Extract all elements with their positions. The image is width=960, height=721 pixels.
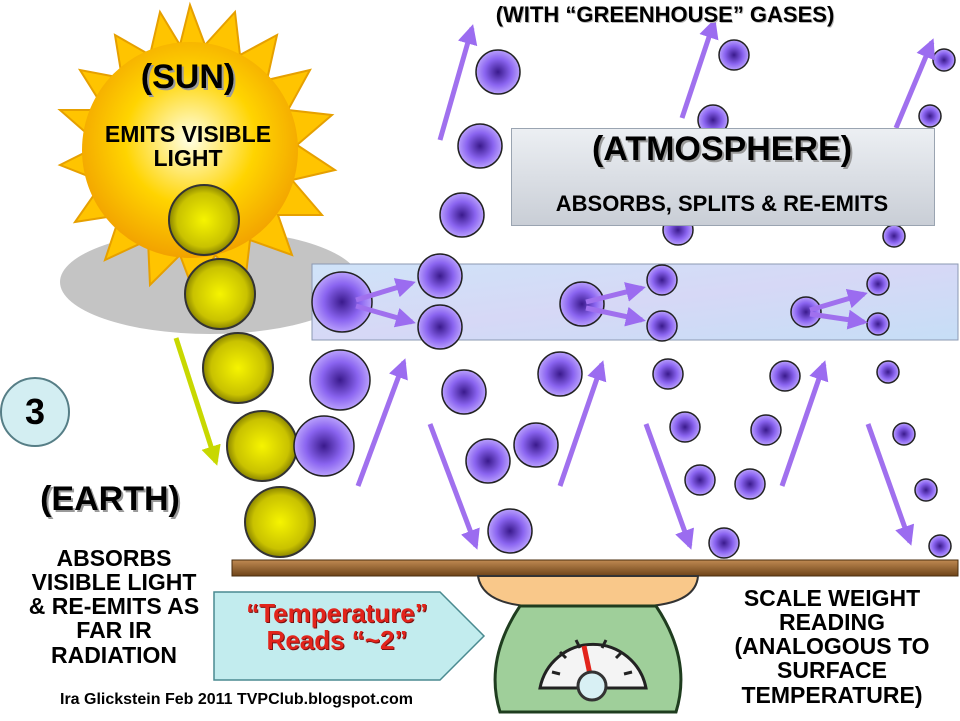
ir-photon xyxy=(684,464,716,496)
ir-photon xyxy=(311,271,373,333)
split-arrow xyxy=(809,288,868,313)
ir-photon xyxy=(932,48,956,72)
atmosphere-title: (ATMOSPHERE) xyxy=(591,130,853,168)
atmosphere-band xyxy=(311,263,959,341)
atmosphere-description: ABSORBS, SPLITS & RE-EMITS xyxy=(555,191,889,216)
ir-photon xyxy=(769,360,801,392)
earth-surface xyxy=(231,559,959,577)
sun xyxy=(57,1,338,298)
ir-photon xyxy=(293,415,355,477)
ir-photon xyxy=(734,468,766,500)
ir-photon xyxy=(866,312,890,336)
ir-photon xyxy=(708,527,740,559)
ir-photon xyxy=(417,304,463,350)
visible-photon xyxy=(226,410,298,482)
temperature-callout-arrow xyxy=(213,591,486,681)
split-arrow xyxy=(585,282,646,305)
ir-photon xyxy=(790,296,822,328)
step-number-badge: 3 xyxy=(0,377,70,447)
upward-ir-arrow xyxy=(437,24,478,141)
upward-ir-arrow xyxy=(557,360,607,487)
downward-ir-arrow xyxy=(865,423,915,546)
ir-photon xyxy=(718,39,750,71)
ir-photon xyxy=(487,508,533,554)
ir-photon xyxy=(513,422,559,468)
split-arrow xyxy=(585,305,646,327)
ir-photon xyxy=(669,411,701,443)
ir-photon xyxy=(417,253,463,299)
sun-disc xyxy=(82,42,298,258)
downward-ir-arrow xyxy=(643,423,694,550)
atmosphere-label-box xyxy=(511,128,935,226)
earth-description: ABSORBS VISIBLE LIGHT & RE-EMITS AS FAR … xyxy=(28,545,200,668)
upward-ir-arrow xyxy=(355,358,408,487)
greenhouse-label: (WITH “GREENHOUSE” GASES) xyxy=(495,2,835,27)
upward-ir-arrow xyxy=(779,360,829,487)
split-arrow xyxy=(809,309,868,330)
ir-photon xyxy=(866,272,890,296)
visible-light-photons xyxy=(168,184,316,558)
ir-photon xyxy=(439,192,485,238)
downward-ir-arrow xyxy=(427,423,480,550)
ir-photon xyxy=(537,351,583,397)
scale-platform xyxy=(476,575,700,607)
ir-arrows xyxy=(355,18,936,550)
ir-photon xyxy=(559,281,605,327)
visible-photon xyxy=(184,258,256,330)
visible-photon xyxy=(244,486,316,558)
upward-ir-arrow xyxy=(893,38,936,129)
visible-photon xyxy=(202,332,274,404)
ir-photon xyxy=(750,414,782,446)
split-arrow xyxy=(355,278,416,303)
visible-light-arrow xyxy=(173,337,221,466)
earth-title: (EARTH) xyxy=(40,480,180,518)
ir-photon xyxy=(882,224,906,248)
ir-photon xyxy=(928,534,952,558)
ir-photon xyxy=(465,438,511,484)
scale-label: SCALE WEIGHT READING (ANALOGOUS TO SURFA… xyxy=(734,585,930,708)
ir-photon xyxy=(309,349,371,411)
ir-photons xyxy=(293,39,956,559)
ir-photon xyxy=(914,478,938,502)
ir-photon xyxy=(475,49,521,95)
ir-photon xyxy=(441,369,487,415)
sun-title: (SUN) xyxy=(140,58,236,96)
sun-description: EMITS VISIBLE LIGHT xyxy=(104,121,272,172)
scale-hub xyxy=(576,670,608,702)
ir-photon xyxy=(876,360,900,384)
ir-photon xyxy=(652,358,684,390)
ir-photon xyxy=(646,310,678,342)
bathroom-scale xyxy=(476,575,700,714)
temperature-callout-text: “Temperature” Reads “~2” xyxy=(246,598,428,656)
split-arrow xyxy=(355,303,416,328)
upward-ir-arrow xyxy=(679,18,719,119)
ir-photon xyxy=(918,104,942,128)
ir-photon xyxy=(457,123,503,169)
ir-photon xyxy=(646,264,678,296)
ir-photon xyxy=(892,422,916,446)
visible-photon xyxy=(168,184,240,256)
credit-line: Ira Glickstein Feb 2011 TVPClub.blogspot… xyxy=(60,691,413,708)
